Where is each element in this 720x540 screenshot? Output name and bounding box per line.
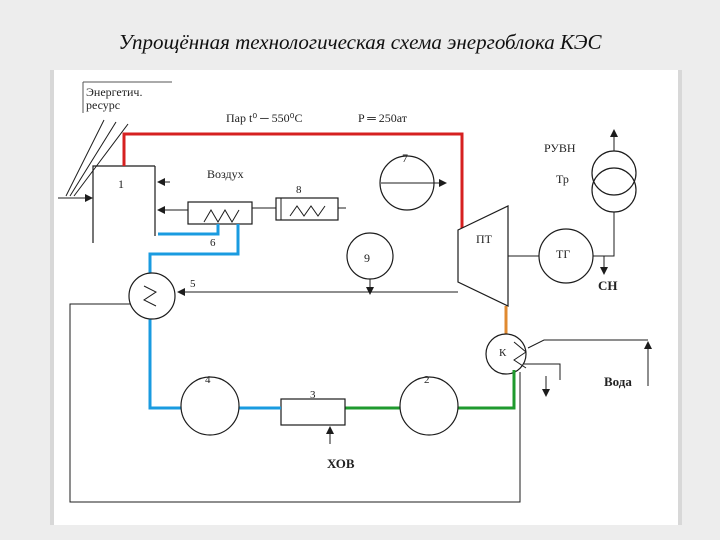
tr-label: Тр — [556, 172, 569, 186]
pt-label: ПТ — [476, 232, 493, 246]
n4-label: 4 — [205, 374, 211, 386]
n6-label: 6 — [210, 237, 216, 249]
energy-resource-text-2: ресурс — [86, 98, 120, 112]
condensate-line — [458, 370, 516, 410]
energy-resource-text-1: Энергетич. — [86, 85, 142, 99]
ruvn-label: РУВН — [544, 141, 576, 155]
turbine-pt: ПТ — [457, 205, 509, 307]
feedwater-line-2 — [148, 224, 240, 410]
pump-2: 2 — [399, 374, 459, 436]
pump-9: 9 — [346, 232, 394, 295]
energy-resource-label: Энергетич. ресурс — [82, 81, 172, 113]
k-label: К — [499, 347, 507, 359]
heater-8: 8 — [275, 184, 339, 221]
n3-label: 3 — [310, 389, 316, 401]
drain-return-line — [69, 303, 521, 503]
n8-label: 8 — [296, 184, 302, 196]
voda-label: Вода — [604, 374, 632, 389]
steam-label: Пар t⁰ ─ 550⁰С — [226, 111, 302, 125]
n7-label: 7 — [402, 151, 408, 165]
steam-line — [122, 132, 464, 232]
pump-4: 4 — [180, 374, 240, 436]
tg-label: ТГ — [556, 247, 570, 261]
frame-edge-right — [678, 70, 682, 525]
condenser-k: К — [485, 333, 652, 397]
boiler-1: 1 — [92, 165, 170, 243]
n5-label: 5 — [190, 278, 196, 290]
hov-label: ХОВ — [327, 456, 355, 471]
deaerator-3: 3 — [280, 389, 346, 444]
slide-title: Упрощённая технологическая схема энергоб… — [118, 30, 602, 54]
boiler-number: 1 — [118, 177, 124, 191]
heater-5: 5 — [128, 272, 458, 320]
energy-feed-lines — [58, 119, 129, 202]
pressure-label: P ═ 250ат — [358, 111, 408, 125]
air-heater-6: 6 — [187, 201, 253, 249]
frame-edge-left — [50, 70, 54, 525]
n2-label: 2 — [424, 374, 430, 386]
hot-air-duct — [158, 224, 220, 236]
fan-7: 7 — [379, 151, 447, 211]
transformer-tr: Тр РУВН — [544, 129, 637, 257]
generator-tg: ТГ — [538, 228, 594, 284]
sn-label: СН — [598, 278, 618, 293]
air-label: Воздух — [207, 167, 244, 181]
n9-label: 9 — [364, 251, 370, 265]
